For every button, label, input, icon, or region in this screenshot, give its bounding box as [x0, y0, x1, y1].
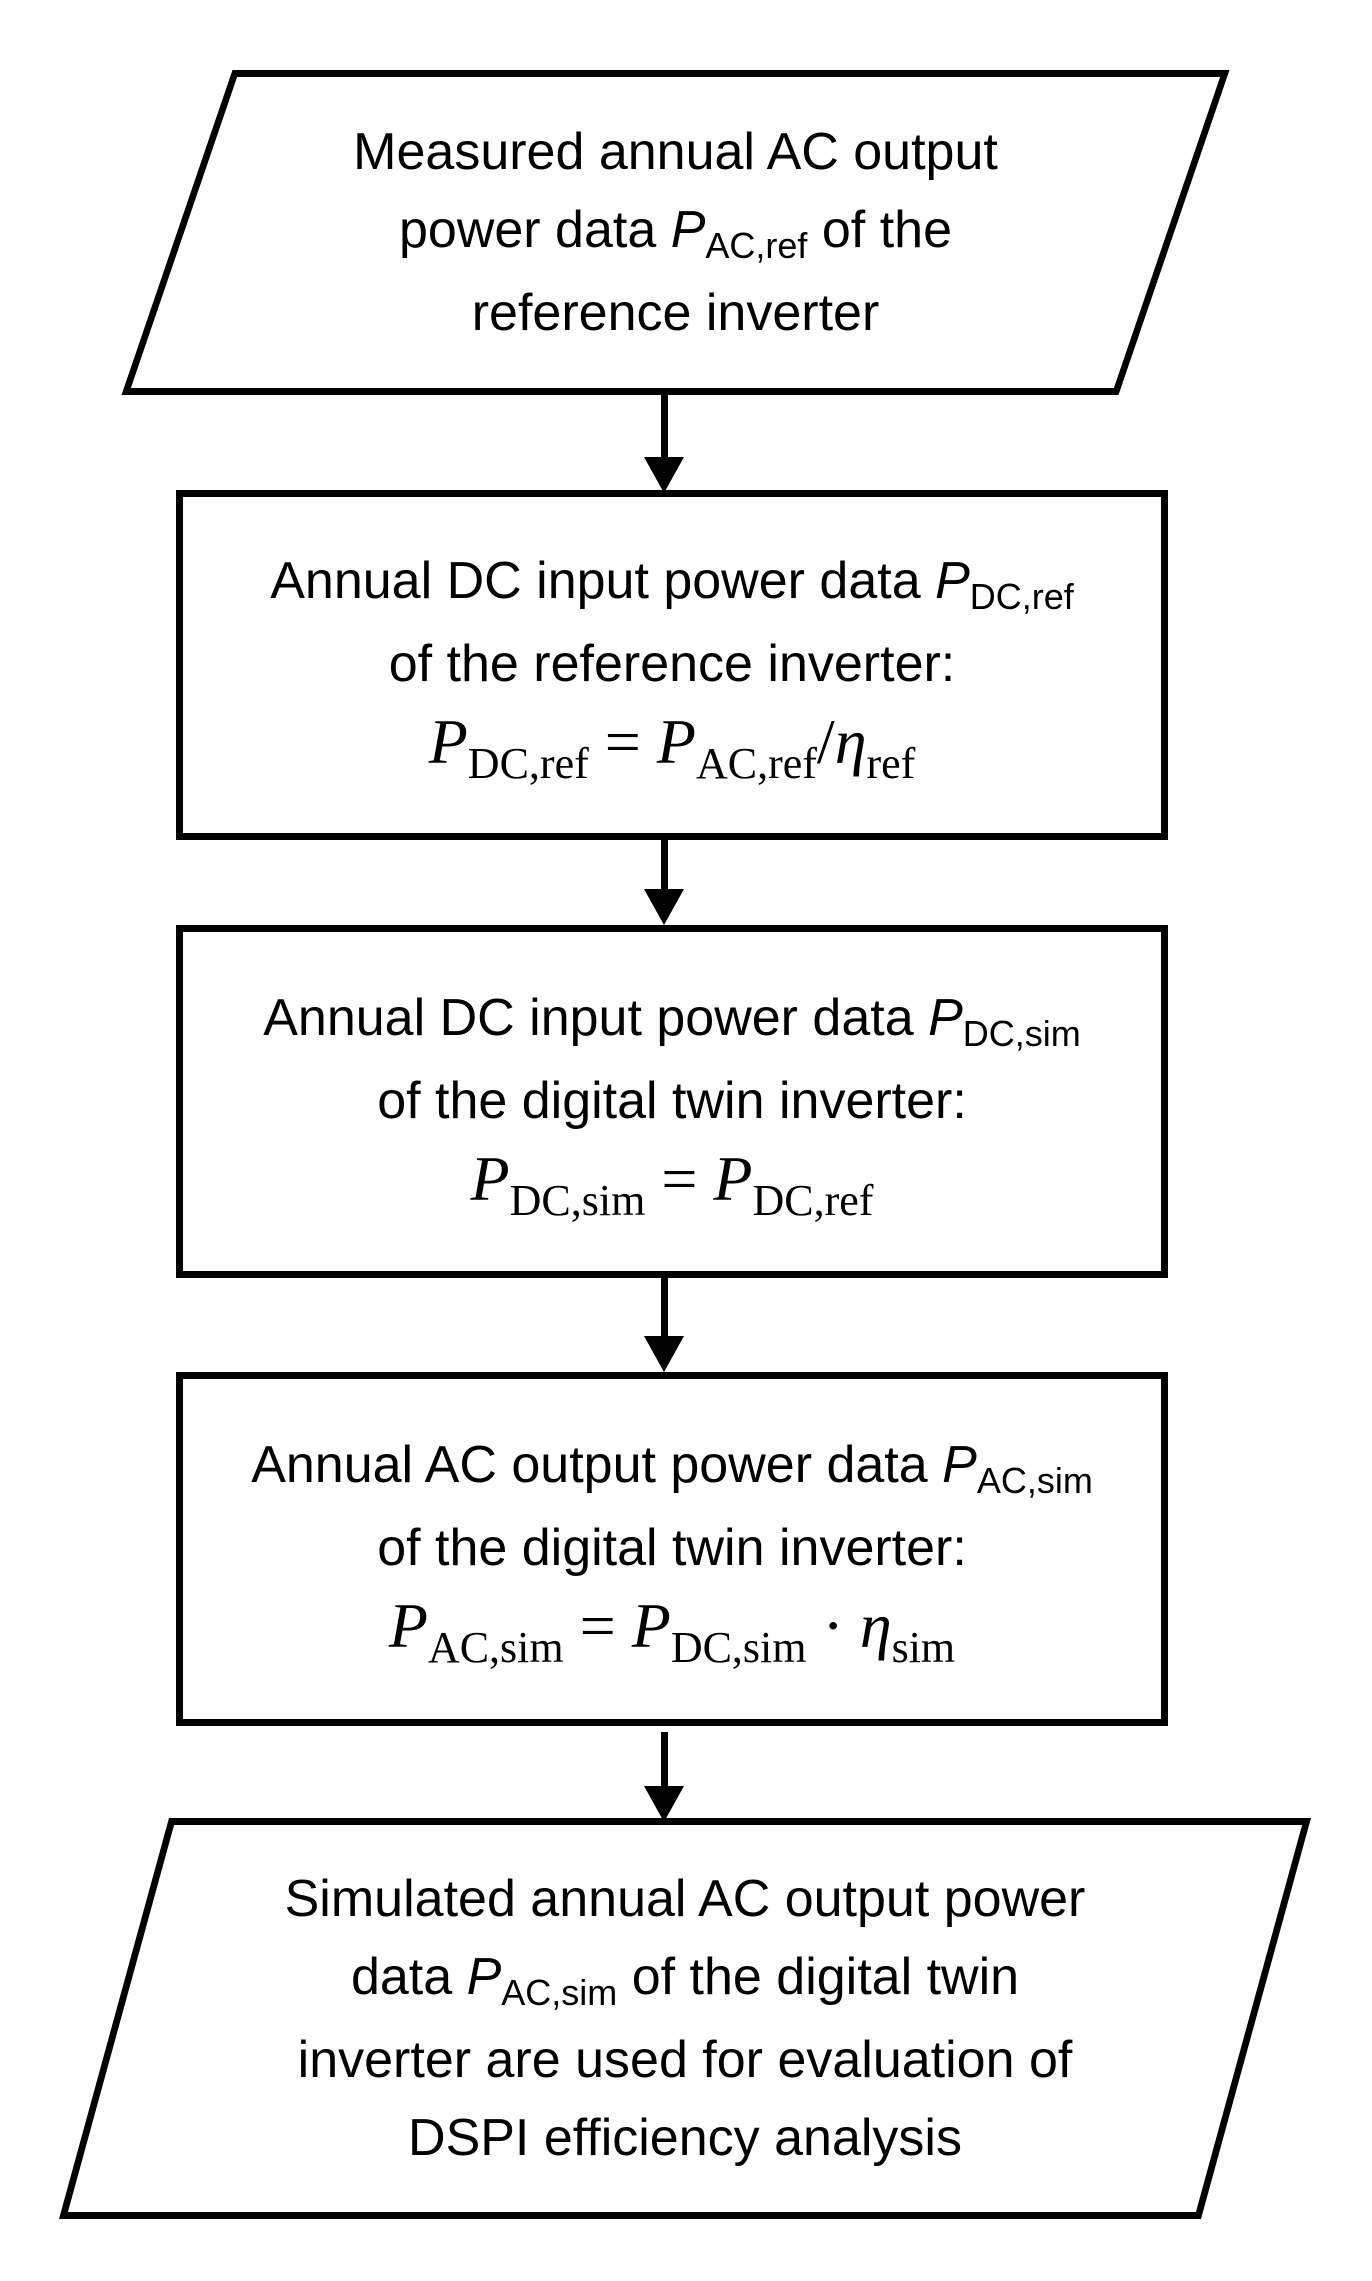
formula-variable: P [713, 1142, 753, 1214]
label-text: power data [398, 201, 671, 259]
label-text: of the digital twin inverter: [377, 1071, 967, 1130]
formula-operator: · [806, 1590, 860, 1661]
arrow-shaft [660, 1277, 668, 1336]
formula-subscript: ref [866, 739, 916, 788]
label-text: Annual DC input power data [263, 988, 929, 1047]
variable-subscript: AC,sim [501, 1972, 618, 2013]
variable-subscript: DC,ref [969, 576, 1074, 617]
variable-symbol: P [466, 1948, 502, 2006]
variable-subscript: AC,ref [705, 225, 808, 266]
formula-variable: P [428, 706, 468, 777]
formula-subscript: AC,sim [427, 1623, 564, 1672]
flow-arrow [644, 393, 684, 493]
node-simulated-output-evaluation-label: Simulated annual AC output power data PA… [114, 1818, 1256, 2219]
formula-subscript: DC,ref [752, 1175, 874, 1225]
text-line: Annual DC input power data PDC,ref [270, 542, 1074, 625]
flow-arrow [644, 1732, 684, 1822]
variable-symbol: P [942, 1436, 977, 1494]
formula-line: PDC,ref = PAC,ref/ηref [429, 703, 916, 788]
node-annual-ac-output-sim: Annual AC output power data PAC,sim of t… [176, 1372, 1168, 1726]
label-text: Simulated annual AC output power [284, 1870, 1086, 1928]
text-line: of the reference inverter: [389, 625, 956, 703]
label-text: of the reference inverter: [388, 635, 956, 693]
arrow-shaft [660, 838, 668, 889]
text-line: Annual DC input power data PDC,sim [263, 979, 1081, 1062]
variable-subscript: DC,sim [962, 1012, 1081, 1054]
label-text: Annual AC output power data [251, 1436, 943, 1494]
arrow-head-icon [644, 1786, 684, 1822]
text-line: Annual AC output power data PAC,sim [251, 1426, 1093, 1509]
arrow-head-icon [644, 1336, 684, 1372]
node-annual-dc-input-ref: Annual DC input power data PDC,ref of th… [176, 490, 1168, 840]
text-line: data PAC,sim of the digital twin [351, 1938, 1019, 2021]
formula-variable: P [388, 1590, 428, 1661]
variable-symbol: P [928, 988, 963, 1047]
formula-variable: P [470, 1142, 510, 1214]
text-line: reference inverter [472, 274, 880, 352]
variable-symbol: P [670, 201, 706, 259]
formula-subscript: DC,sim [509, 1175, 646, 1225]
formula-operator: / [816, 706, 835, 777]
variable-subscript: AC,sim [976, 1460, 1093, 1501]
formula-variable: η [834, 706, 867, 777]
flow-arrow [644, 1277, 684, 1372]
formula-variable: η [859, 1590, 892, 1661]
formula-operator: = [563, 1590, 632, 1661]
text-line: DSPI efficiency analysis [408, 2099, 962, 2177]
text-line: Measured annual AC output [353, 113, 998, 191]
variable-symbol: P [935, 552, 970, 610]
formula-subscript: sim [891, 1623, 956, 1672]
label-text: DSPI efficiency analysis [408, 2109, 962, 2167]
label-text: of the digital twin inverter: [377, 1519, 967, 1577]
label-text: Annual DC input power data [270, 552, 936, 610]
text-line: of the digital twin inverter: [377, 1062, 967, 1140]
formula-subscript: DC,sim [670, 1623, 807, 1672]
node-annual-dc-input-sim: Annual DC input power data PDC,sim of th… [176, 925, 1168, 1278]
label-text: data [350, 1948, 467, 2006]
arrow-shaft [660, 1732, 668, 1786]
label-text: Measured annual AC output [353, 123, 998, 181]
formula-line: PAC,sim = PDC,sim · ηsim [389, 1587, 955, 1672]
node-measured-ac-output-label: Measured annual AC output power data PAC… [177, 70, 1174, 395]
text-line: inverter are used for evaluation of [298, 2021, 1073, 2099]
arrow-head-icon [644, 889, 684, 925]
formula-variable: P [656, 706, 696, 777]
label-text: of the [807, 201, 952, 259]
arrow-head-icon [644, 457, 684, 493]
arrow-shaft [660, 393, 668, 457]
label-text: of the digital twin [617, 1948, 1020, 2006]
flow-arrow [644, 838, 684, 925]
formula-subscript: DC,ref [467, 739, 589, 788]
formula-line: PDC,sim = PDC,ref [471, 1140, 874, 1225]
text-line: Simulated annual AC output power [285, 1860, 1086, 1938]
formula-operator: = [588, 706, 657, 777]
formula-subscript: AC,ref [695, 739, 817, 788]
text-line: power data PAC,ref of the [399, 191, 952, 274]
formula-operator: = [645, 1142, 714, 1214]
text-line: of the digital twin inverter: [377, 1509, 967, 1587]
label-text: inverter are used for evaluation of [297, 2031, 1073, 2089]
label-text: reference inverter [471, 284, 880, 342]
formula-variable: P [631, 1590, 671, 1661]
